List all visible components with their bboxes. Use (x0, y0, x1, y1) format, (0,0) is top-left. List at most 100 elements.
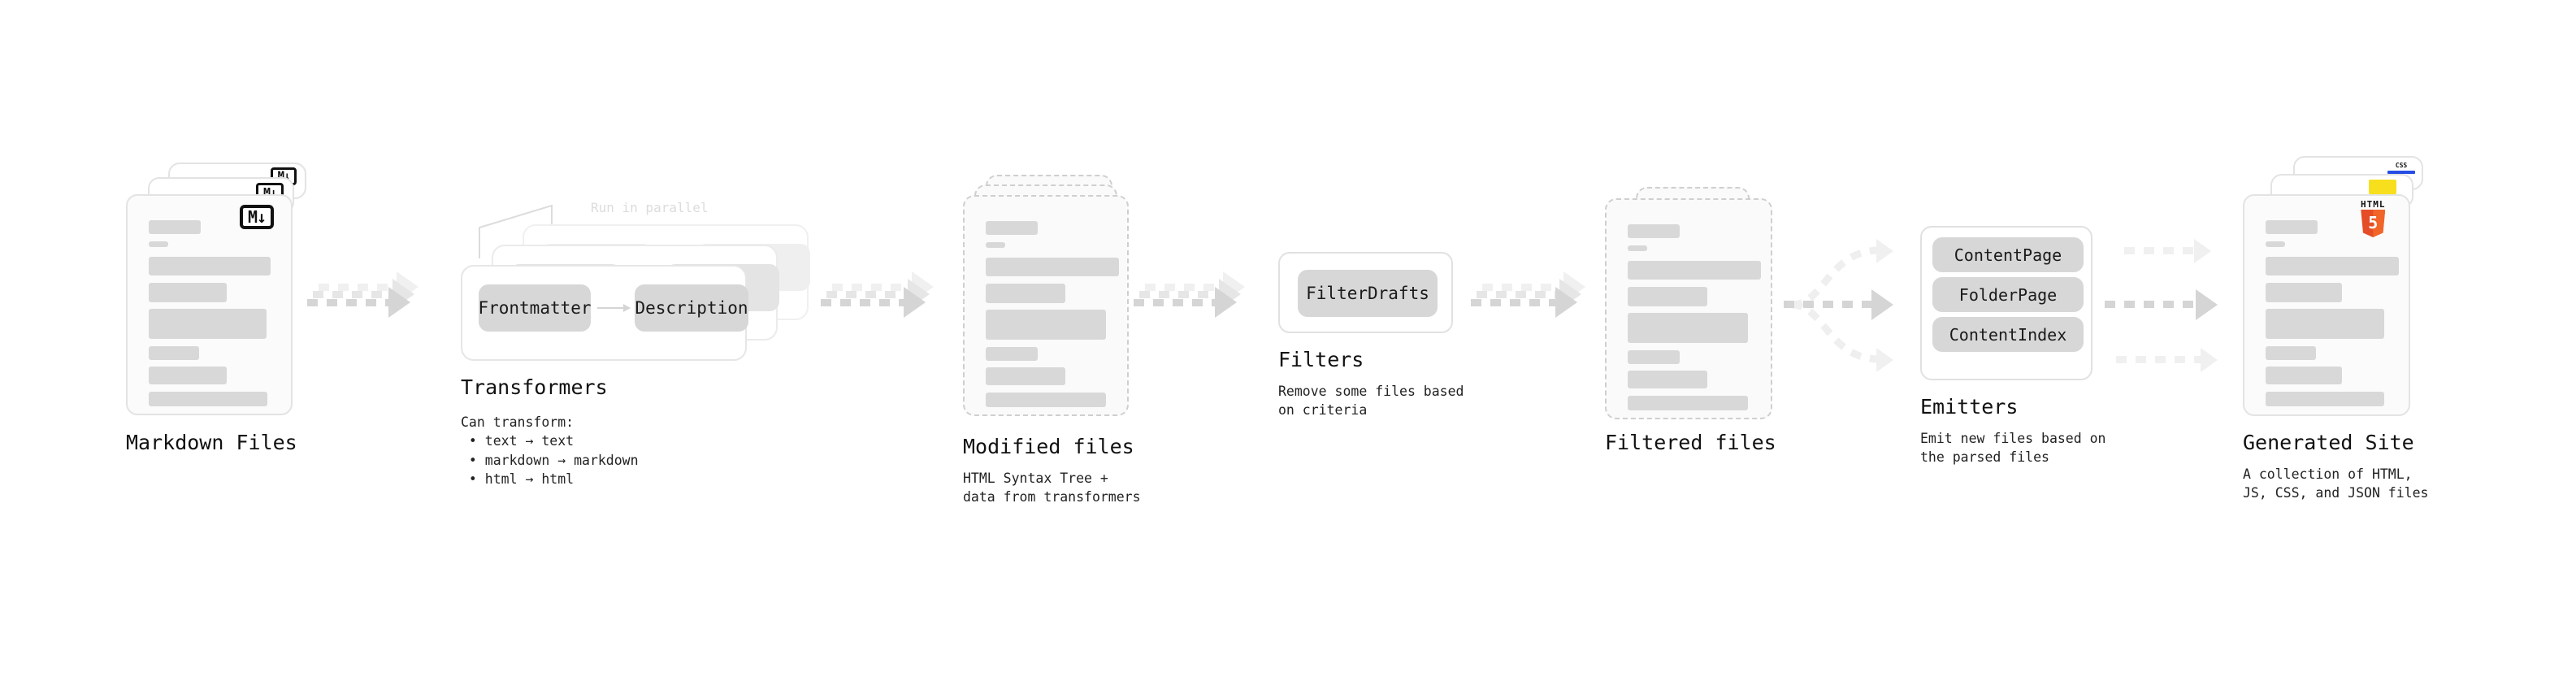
js-badge-icon (2369, 180, 2396, 194)
markdown-badge-arrow: ↓ (257, 207, 267, 227)
arrowhead-icon (1555, 287, 1577, 318)
doc-bar (149, 346, 199, 360)
arrowhead-icon (1871, 289, 1893, 320)
doc-bar (1628, 371, 1707, 388)
modified-files-title: Modified files (963, 435, 1134, 458)
leader-line-icon (479, 204, 553, 258)
emitter-pill-contentpage[interactable]: ContentPage (1932, 237, 2084, 272)
filtered-files-group: Filtered files (1605, 187, 1784, 454)
doc-bar (149, 367, 227, 384)
emitters-title: Emitters (1920, 395, 2019, 419)
arrow-markdown-to-transformers (307, 268, 437, 349)
doc-bar (1628, 261, 1761, 280)
doc-bar (2266, 283, 2342, 302)
markdown-badge-letter: M (262, 184, 271, 200)
doc-bar (149, 309, 267, 339)
html5-shield: 5 (2361, 210, 2386, 237)
arrowhead-icon (2196, 289, 2218, 320)
arrow-filters-to-filtered (1471, 268, 1609, 349)
arrowhead-icon (1215, 287, 1237, 318)
markdown-card-bars (128, 196, 291, 414)
doc-bar (986, 221, 1038, 235)
doc-bar (1628, 396, 1748, 410)
doc-bar (149, 392, 267, 406)
doc-bar (1628, 287, 1707, 306)
arrowhead-icon (388, 287, 410, 318)
arrowhead-icon (2201, 348, 2218, 372)
html5-badge-number: 5 (2368, 213, 2379, 232)
transformer-mini-arrow (597, 304, 631, 312)
doc-bar (2266, 346, 2316, 360)
doc-bar (1628, 245, 1647, 251)
modified-files-group: Modified files HTML Syntax Tree + data f… (963, 175, 1142, 505)
emitter-pill-contentindex[interactable]: ContentIndex (1932, 317, 2084, 352)
doc-bar (2266, 220, 2318, 234)
filtered-card-front (1605, 198, 1772, 419)
doc-bar (986, 310, 1106, 340)
doc-bar (149, 257, 271, 275)
doc-bar (986, 242, 1005, 248)
markdown-files-group: M↓ M↓ M↓ (126, 163, 313, 454)
arrow-transformers-to-modified (821, 268, 959, 349)
emitters-caption: Emit new files based on the parsed files (1920, 431, 2106, 466)
modified-card-front (963, 195, 1129, 416)
css-badge-icon: CSS (2387, 163, 2415, 174)
doc-bar (149, 283, 227, 302)
doc-bar (2266, 257, 2399, 275)
doc-bar (1628, 313, 1748, 343)
generated-site-group: CSS HTML (2243, 156, 2438, 501)
html5-badge-icon: HTML 5 (2361, 200, 2386, 237)
filtered-files-title: Filtered files (1605, 431, 1776, 454)
filters-caption: Remove some files based on criteria (1278, 384, 1464, 419)
doc-bar (149, 241, 168, 247)
arrowhead-icon (2194, 239, 2211, 263)
transformer-pill-frontmatter[interactable]: Frontmatter (478, 284, 592, 332)
doc-bar (2266, 367, 2342, 384)
modified-doc-stack (963, 175, 1142, 427)
filtered-card-bars (1607, 200, 1771, 418)
filtered-doc-stack (1605, 187, 1784, 431)
fanout-branch-lines (1791, 246, 1880, 363)
filters-title: Filters (1278, 348, 1364, 371)
transformer-card-front: Frontmatter Description (461, 265, 748, 361)
markdown-badge-letter: M (247, 207, 258, 227)
generated-card-bars (2244, 196, 2409, 414)
markdown-files-title: Markdown Files (126, 431, 297, 454)
markdown-badge-front: M↓ (240, 205, 274, 229)
generated-site-caption: A collection of HTML, JS, CSS, and JSON … (2243, 466, 2429, 501)
doc-bar (2266, 392, 2384, 406)
markdown-card-front (126, 194, 293, 415)
emitters-box: ContentPage FolderPage ContentIndex (1920, 226, 2092, 380)
css-badge-label: CSS (2395, 162, 2408, 169)
html5-badge-label: HTML (2361, 199, 2386, 210)
transformers-caption: Can transform: • text → text • markdown … (461, 414, 639, 488)
markdown-badge-arrow: ↓ (284, 170, 291, 183)
generated-card-front (2243, 194, 2410, 416)
arrowhead-icon (904, 287, 926, 318)
arrow-modified-to-filters (1134, 268, 1272, 349)
markdown-doc-stack: M↓ M↓ M↓ (126, 163, 313, 423)
doc-bar (986, 347, 1038, 361)
arrowhead-icon (1876, 239, 1893, 263)
css-badge-bar (2387, 171, 2415, 174)
run-in-parallel-leader (474, 202, 579, 258)
arrowhead-icon (1876, 348, 1893, 372)
filter-pill-filterdrafts[interactable]: FilterDrafts (1298, 270, 1438, 317)
emitter-pill-folderpage[interactable]: FolderPage (1932, 277, 2084, 312)
markdown-badge-letter: M (277, 170, 285, 183)
generated-doc-stack: CSS HTML (2243, 156, 2438, 424)
doc-bar (149, 220, 201, 234)
transformers-title: Transformers (461, 375, 608, 399)
arrow-filtered-to-emitters (1784, 228, 1930, 382)
doc-bar (1628, 350, 1680, 364)
transformer-pill-description[interactable]: Description (635, 284, 748, 332)
doc-bar (2266, 241, 2285, 247)
doc-bar (986, 258, 1119, 276)
doc-bar (986, 284, 1065, 303)
doc-bar (1628, 224, 1680, 238)
doc-bar (986, 367, 1065, 385)
markdown-badge-arrow: ↓ (270, 184, 277, 200)
modified-files-caption: HTML Syntax Tree + data from transformer… (963, 471, 1141, 505)
arrow-emitters-to-generated (2105, 228, 2251, 382)
